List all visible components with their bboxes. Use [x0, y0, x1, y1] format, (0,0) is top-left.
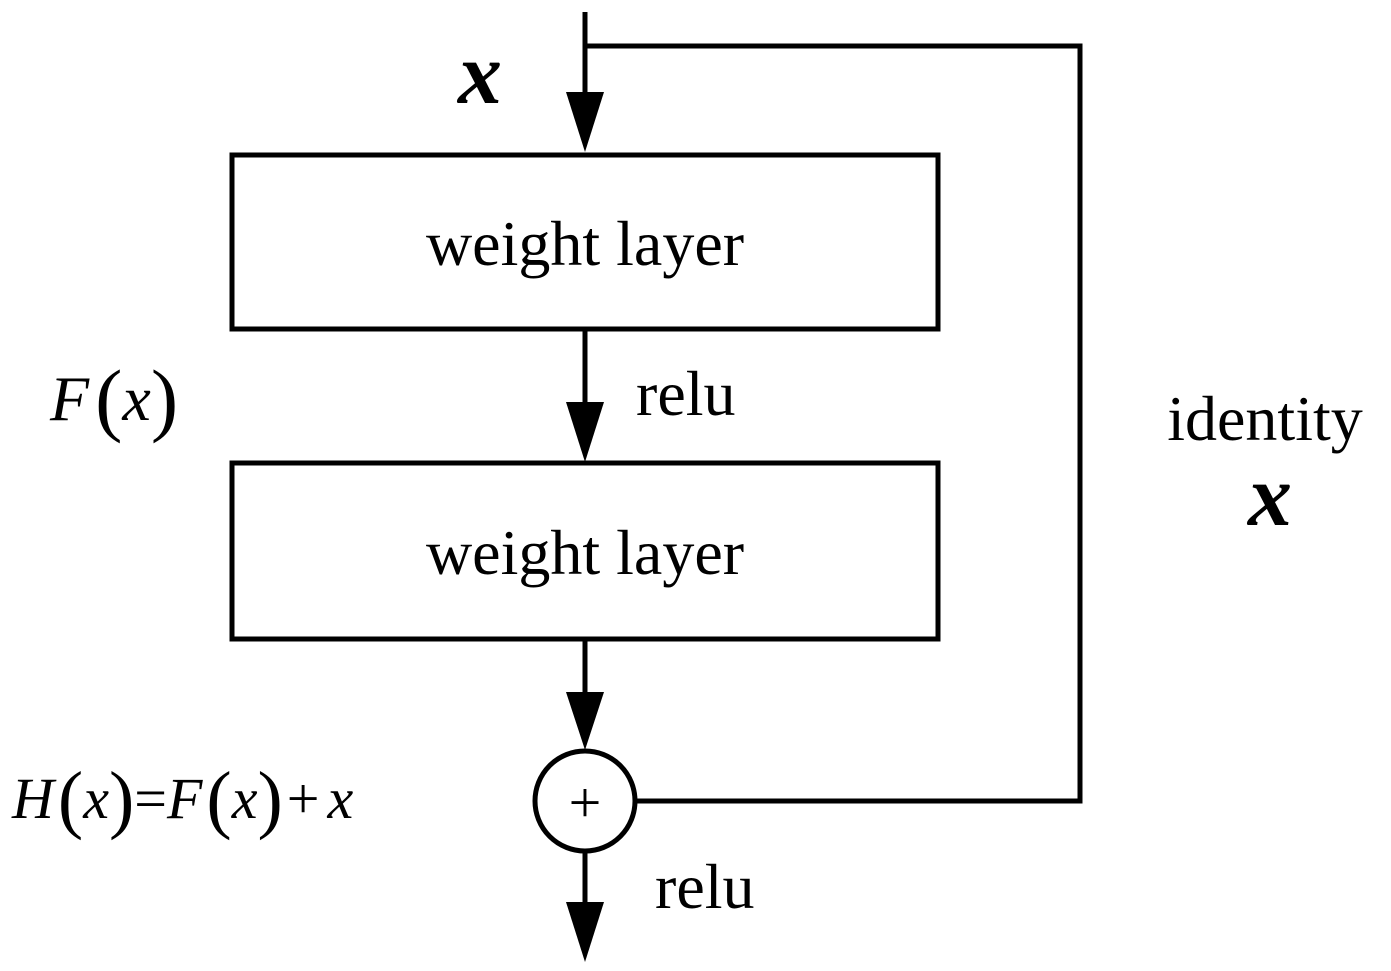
- shortcut-path: [585, 43, 1083, 804]
- eq-F: F: [166, 766, 203, 831]
- eq-tail-x: x: [327, 766, 354, 831]
- weight-layer-2-label: weight layer: [426, 517, 744, 588]
- eq-equals: =: [134, 766, 167, 831]
- eq-rhs-x: x: [231, 766, 258, 831]
- eq-lhs-open: (: [58, 757, 83, 841]
- eq-lhs-x: x: [82, 766, 109, 831]
- residual-function-F: F: [49, 363, 90, 434]
- relu-middle-label: relu: [636, 358, 736, 429]
- input-symbol: x: [456, 26, 502, 123]
- relu-output-label: relu: [655, 851, 755, 922]
- eq-rhs-open: (: [206, 757, 231, 841]
- eq-plus: +: [287, 766, 320, 831]
- residual-function-close-paren: ): [151, 353, 178, 444]
- output-arrowhead: [566, 902, 604, 962]
- weight-layer-1-box: [229, 152, 941, 332]
- eq-rhs-close: ): [257, 757, 282, 841]
- identity-label: identity: [1167, 383, 1363, 454]
- input-arrowhead: [566, 92, 604, 152]
- output-equation: H(x)=F(x)+x: [11, 757, 354, 841]
- identity-symbol: x: [1246, 448, 1292, 545]
- to-sum-arrowhead: [566, 692, 604, 750]
- middle-arrowhead: [566, 402, 604, 462]
- residual-function-x: x: [121, 363, 150, 434]
- sum-node-symbol: +: [569, 770, 602, 835]
- weight-layer-2-box: [229, 460, 941, 642]
- eq-H: H: [11, 766, 57, 831]
- residual-function-open-paren: (: [95, 353, 122, 444]
- residual-function-label: F(x): [49, 353, 178, 444]
- eq-lhs-close: ): [109, 757, 134, 841]
- weight-layer-1-label: weight layer: [426, 208, 744, 279]
